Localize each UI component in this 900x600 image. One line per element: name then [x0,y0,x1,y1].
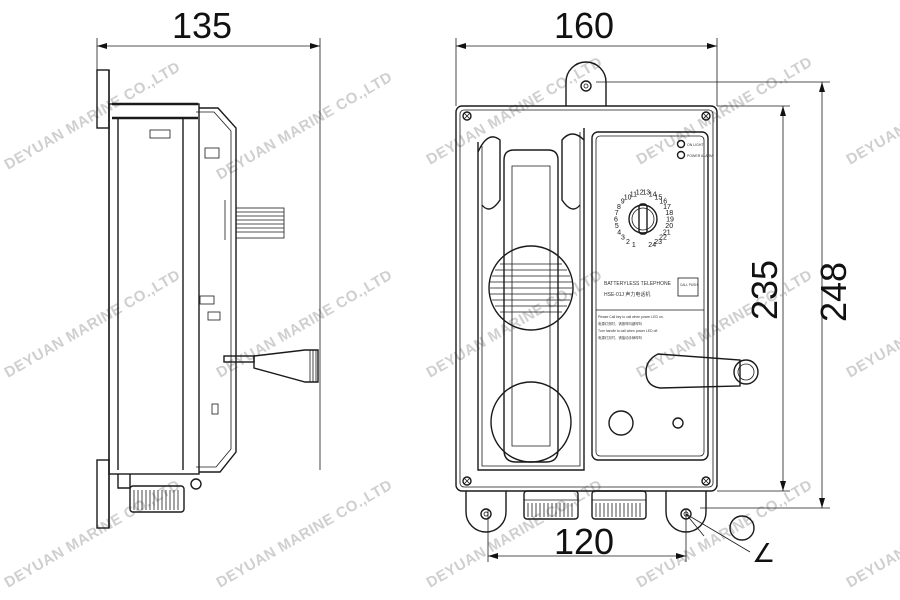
cable-gland-right [591,490,647,520]
housing [455,105,718,492]
dial-number: 22 [659,235,667,242]
dimension-side-depth: 135 [96,5,321,470]
dial-number: 2 [626,239,630,246]
dial-number: 8 [617,204,621,211]
indicator-light [676,139,686,149]
dimension-label-135: 135 [172,5,232,46]
dimension-label-160: 160 [554,5,614,46]
watermark: DEYUAN MARINE CO.,LTD [214,477,396,592]
dial-number: 13 [642,190,650,197]
dial-number: 17 [663,204,671,211]
watermark: DEYUAN MARINE CO.,LTD [2,59,184,174]
corner-screws [462,111,711,486]
front-view: 160 235 248 120 [455,5,854,568]
bottom-mounting-ear-right [665,491,707,533]
dial-number: 6 [614,217,618,224]
watermark: DEYUAN MARINE CO.,LTD [424,267,606,382]
indicator-label-1: ON LIGHT [687,143,704,147]
watermark: DEYUAN MARINE CO.,LTD [844,54,900,169]
dial-number: 11 [630,191,637,198]
dial-number: 18 [665,210,673,217]
dial-number: 1 [632,242,636,249]
bottom-mounting-ear-left [465,491,507,533]
dial-number: 24 [648,242,656,249]
watermark: DEYUAN MARINE CO.,LTD [844,477,900,592]
watermark: DEYUAN MARINE CO.,LTD [634,54,816,169]
dimension-bottom-spacing: 120 [487,510,687,562]
speaker-grille [488,245,574,331]
indicator-light [676,150,686,160]
angle-detail: ∠ [685,513,775,568]
dimension-label-120: 120 [554,521,614,562]
watermark: DEYUAN MARINE CO.,LTD [2,267,184,382]
instruction-line: Please Call key to call when power LED o… [598,315,664,319]
call-key[interactable] [608,410,634,436]
side-view: 135 [96,5,321,529]
dial-number: 7 [615,210,619,217]
dial-number: 9 [621,199,625,206]
dimension-label-248: 248 [813,262,854,322]
front-cover [199,107,237,473]
dial-number: 20 [665,223,673,230]
call-push-button[interactable] [677,277,699,297]
control-panel: ON LIGHT POWER ALARM 1234567891011121314… [591,131,713,461]
instruction-line: 电源灯灭时，请摇动手柄呼叫 [598,335,643,340]
dial-number: 23 [654,239,662,246]
instruction-line: Turn handle to call when power LED off. [598,329,658,333]
cradle-ribs [235,207,285,239]
call-push-label: CALL PUSH [680,283,698,287]
cable-gland-side [117,474,202,513]
dial-number: 12 [636,190,644,197]
crank-handle[interactable] [645,353,759,389]
dial-number: 21 [663,229,671,236]
dial-number: 5 [615,223,619,230]
instruction-line: 电源灯亮时，请按呼叫键呼叫 [598,321,643,326]
watermark: DEYUAN MARINE CO.,LTD [2,477,184,592]
dial-number: 4 [617,229,621,236]
top-mounting-ear [565,61,607,106]
dial-number: 14 [649,191,657,198]
dial-number: 15 [655,194,663,201]
handset-cradle [477,128,585,471]
dial-number: 3 [621,235,625,242]
dial-number: 16 [659,199,667,206]
cable-gland-left [523,490,579,520]
watermark: DEYUAN MARINE CO.,LTD [424,54,606,169]
power-led [672,417,684,429]
dimension-front-width: 160 [455,5,718,106]
dimension-label-235: 235 [744,260,785,320]
handset[interactable] [503,149,559,463]
watermark: DEYUAN MARINE CO.,LTD [214,69,396,184]
indicator-label-2: POWER ALARM [687,154,713,158]
angle-label: ∠ [752,538,775,568]
dial-number: 19 [666,217,674,224]
dimension-heights: 235 248 [596,81,854,509]
crank-handle-side [223,349,319,383]
watermark-layer: DEYUAN MARINE CO.,LTD DEYUAN MARINE CO.,… [2,54,900,592]
panel-title-cn: HSE-01J 声力电话机 [604,291,650,298]
panel-title-en: BATTERYLESS TELEPHONE [604,281,672,287]
dial-number: 10 [624,194,632,201]
watermark: DEYUAN MARINE CO.,LTD [214,267,396,382]
watermark: DEYUAN MARINE CO.,LTD [634,477,816,592]
